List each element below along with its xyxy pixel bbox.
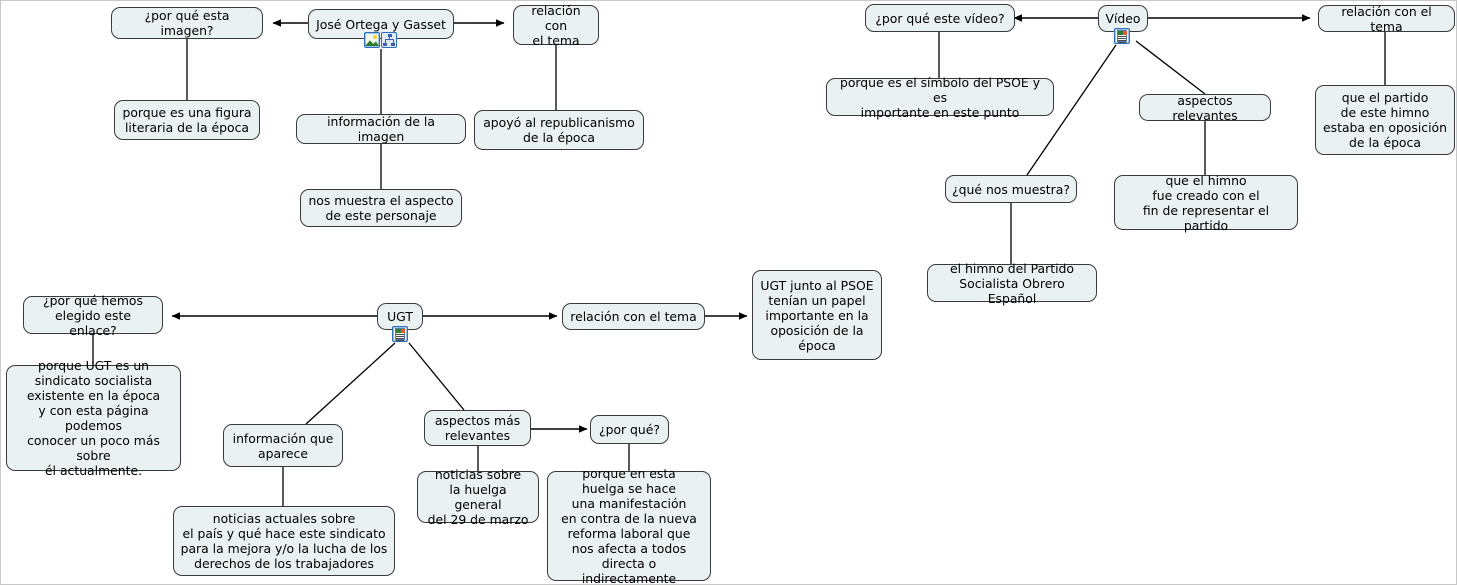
note-icon[interactable] [392, 326, 408, 342]
picture-icon[interactable] [364, 32, 380, 48]
node-label: apoyó al republicanismo de la época [483, 115, 635, 145]
node-porque-este-video[interactable]: ¿por qué este vídeo? [865, 4, 1015, 32]
node-label: información de la imagen [327, 114, 435, 144]
node-simbolo-psoe[interactable]: porque es el símbolo del PSOE y es impor… [826, 75, 1054, 120]
node-label: ¿por qué hemos elegido este enlace? [43, 292, 143, 338]
node-label: porque en esta huelga se hace una manife… [561, 466, 697, 585]
node-label: ¿por qué? [599, 422, 660, 437]
node-figura-literaria[interactable]: porque es una figura literaria de la épo… [114, 100, 260, 140]
node-label: porque UGT es un sindicato socialista ex… [26, 358, 161, 478]
node-partido-oposicion[interactable]: que el partido de este himno estaba en o… [1315, 85, 1455, 155]
node-huelga-manifestacion[interactable]: porque en esta huelga se hace una manife… [547, 466, 711, 584]
node-relacion-tema-video[interactable]: relación con el tema [1318, 3, 1455, 34]
node-ugt-psoe-oposicion[interactable]: UGT junto al PSOE tenían un papel import… [752, 270, 882, 360]
node-label: relación con el tema [531, 2, 581, 48]
node-informacion-aparece[interactable]: información que aparece [223, 424, 343, 467]
node-noticias-actuales[interactable]: noticias actuales sobre el país y qué ha… [173, 506, 395, 576]
node-label: porque es el símbolo del PSOE y es impor… [839, 74, 1041, 120]
note-icon[interactable] [1114, 28, 1130, 44]
node-himno-psoe[interactable]: el himno del Partido Socialista Obrero E… [927, 261, 1097, 306]
node-aspecto-personaje[interactable]: nos muestra el aspecto de este personaje [300, 189, 462, 227]
node-label: aspectos más relevantes [434, 413, 521, 443]
node-aspectos-relevantes-video[interactable]: aspectos relevantes [1139, 92, 1271, 123]
node-label: que el partido de este himno estaba en o… [1323, 90, 1447, 150]
node-aspectos-mas-relevantes[interactable]: aspectos más relevantes [424, 410, 531, 446]
node-label: Vídeo [1105, 11, 1141, 26]
node-noticias-huelga[interactable]: noticias sobre la huelga general del 29 … [417, 467, 539, 527]
node-label: UGT junto al PSOE tenían un papel import… [760, 277, 874, 353]
node-informacion-imagen[interactable]: información de la imagen [296, 114, 466, 144]
icon-tray-ugt[interactable] [392, 326, 408, 342]
node-video-root[interactable]: Vídeo [1098, 5, 1148, 32]
node-label: noticias actuales sobre el país y qué ha… [180, 511, 388, 571]
node-label: José Ortega y Gasset [316, 16, 446, 32]
node-label: ¿por qué este vídeo? [875, 10, 1005, 26]
hierarchy-icon[interactable] [381, 32, 397, 48]
node-relacion-tema-imagen[interactable]: relación con el tema [513, 2, 599, 48]
node-que-nos-muestra[interactable]: ¿qué nos muestra? [945, 175, 1077, 203]
node-por-que[interactable]: ¿por qué? [590, 415, 669, 444]
node-label: información que aparece [232, 430, 334, 461]
node-label: UGT [387, 309, 413, 324]
node-label: porque es una figura literaria de la épo… [122, 105, 252, 135]
node-himno-creado[interactable]: que el himno fue creado con el fin de re… [1114, 172, 1298, 233]
node-label: ¿por qué esta imagen? [144, 8, 230, 38]
node-label: noticias sobre la huelga general del 29 … [427, 467, 529, 527]
node-label: aspectos relevantes [1172, 92, 1238, 123]
node-label: que el himno fue creado con el fin de re… [1142, 172, 1270, 233]
node-label: relación con el tema [570, 309, 697, 324]
node-ugt-root[interactable]: UGT [377, 303, 423, 330]
icon-tray-ortega[interactable] [364, 32, 397, 48]
node-label: relación con el tema [1341, 3, 1432, 34]
node-porque-hemos-elegido[interactable]: ¿por qué hemos elegido este enlace? [23, 293, 163, 338]
icon-tray-video[interactable] [1114, 28, 1130, 44]
node-apoyo-republicanismo[interactable]: apoyó al republicanismo de la época [474, 110, 644, 150]
node-ugt-sindicato[interactable]: porque UGT es un sindicato socialista ex… [6, 358, 181, 478]
node-relacion-tema-ugt[interactable]: relación con el tema [562, 303, 705, 330]
node-label: nos muestra el aspecto de este personaje [308, 193, 454, 223]
node-porque-esta-imagen[interactable]: ¿por qué esta imagen? [111, 7, 263, 39]
node-label: el himno del Partido Socialista Obrero E… [950, 260, 1074, 306]
node-label: ¿qué nos muestra? [952, 181, 1070, 197]
